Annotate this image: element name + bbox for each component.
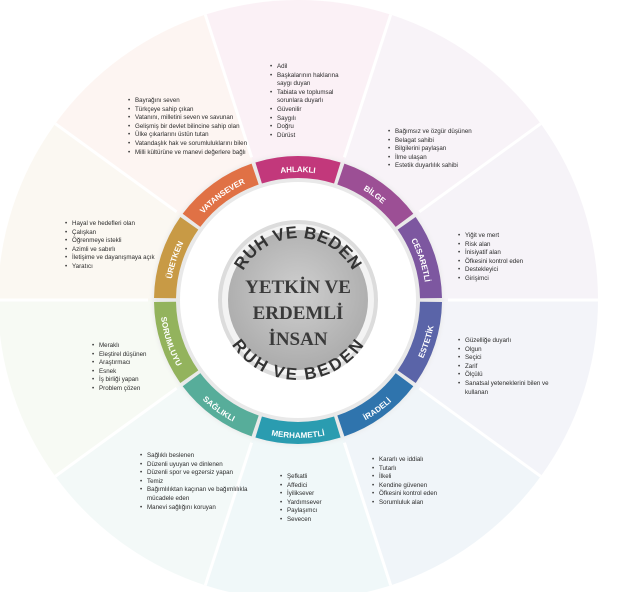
list-item: Affedici (280, 482, 360, 491)
list-item: Destekleyici (458, 266, 558, 275)
list-item: Sevecen (280, 516, 360, 525)
list-item: Manevi sağlığını koruyan (140, 504, 258, 513)
list-item: İnisiyatif alan (458, 249, 558, 258)
list-item: Düzenli spor ve egzersiz yapan (140, 469, 258, 478)
list-item: Kendine güvenen (372, 482, 472, 491)
list-item: Vatandaşlık hak ve sorumluluklarını bile… (128, 140, 253, 149)
list-cesaretli: Yiğit ve mertRisk alanİnisiyatif alanÖfk… (458, 232, 558, 284)
list-item: Milli kültürüne ve manevi değerlere bağl… (128, 149, 253, 158)
list-item: Temiz (140, 478, 258, 487)
list-item: Problem çözen (92, 385, 182, 394)
list-item: Araştırmacı (92, 359, 182, 368)
list-item: Gelişmiş bir devlet bilincine sahip olan (128, 123, 253, 132)
list-item: Öfkesini kontrol eden (458, 258, 558, 267)
spoke (54, 386, 178, 478)
list-item: Zarif (458, 363, 563, 372)
list-item: İyiliksever (280, 490, 360, 499)
list-item: Bağımsız ve özgür düşünen (388, 128, 498, 137)
list-item: Yaratıcı (65, 263, 165, 272)
list-item: İş birliği yapan (92, 376, 182, 385)
list-item: Başkalarının haklarına saygı duyan (270, 72, 355, 89)
list-item: Seçici (458, 354, 563, 363)
list-item: Belagat sahibi (388, 137, 498, 146)
list-item: Olgun (458, 346, 563, 355)
list-item: Güzelliğe duyarlı (458, 337, 563, 346)
list-item: Saygılı (270, 115, 355, 124)
ring-segment-iradeli (337, 373, 414, 437)
list-item: Yardımsever (280, 499, 360, 508)
list-estetik: Güzelliğe duyarlıOlgunSeçiciZarifÖlçülüS… (458, 337, 563, 397)
center-hub (228, 230, 368, 370)
list-item: Yiğit ve mert (458, 232, 558, 241)
ring-segment-bilge (337, 163, 414, 227)
list-item: Tabiata ve toplumsal sorunlara duyarlı (270, 89, 355, 106)
list-item: Çalışkan (65, 229, 165, 238)
list-item: Paylaşımcı (280, 507, 360, 516)
list-item: Bilgilerini paylaşan (388, 145, 498, 154)
list-item: Sorumluluk alan (372, 499, 472, 508)
ring-segment-cesaretli (397, 216, 442, 299)
list-sorumluyu: MeraklıEleştirel düşünenAraştırmacıEsnek… (92, 342, 182, 394)
center-title-line-2: ERDEMLİ (253, 303, 344, 324)
spoke (418, 386, 542, 478)
list-item: Meraklı (92, 342, 182, 351)
list-item: Bağımlılıktan kaçınan ve bağımlılıkla mü… (140, 486, 258, 503)
ring-label-ahlakli: AHLAKLI (280, 165, 316, 175)
ring-segment-vatansever (182, 163, 259, 227)
center-title-line-1: YETKİN VE (245, 277, 351, 298)
list-item: İletişime ve dayanışmaya açık (65, 254, 165, 263)
list-item: İlkeli (372, 473, 472, 482)
list-item: Esnek (92, 368, 182, 377)
list-item: Ülke çıkarlarını üstün tutan (128, 131, 253, 140)
list-item: Tutarlı (372, 465, 472, 474)
list-item: Dürüst (270, 132, 355, 141)
list-item: Türkçeye sahip çıkan (128, 106, 253, 115)
list-merhametli: ŞefkatliAffediciİyilikseverYardımseverPa… (280, 473, 360, 525)
list-item: Sağlıklı beslenen (140, 452, 258, 461)
list-item: Hayal ve hedefleri olan (65, 220, 165, 229)
ring-segment-ahlakli (255, 156, 341, 184)
center-title-line-3: İNSAN (268, 329, 327, 350)
list-item: Azimli ve sabırlı (65, 246, 165, 255)
ring-segment-estetik (397, 301, 442, 384)
list-vatansever: Bayrağını sevenTürkçeye sahip çıkanVatan… (128, 97, 253, 157)
list-item: Öğrenmeye istekli (65, 237, 165, 246)
ring-segment-uretken (154, 216, 199, 299)
list-item: Doğru (270, 123, 355, 132)
list-item: Sanatsal yeteneklerini bilen ve kullanan (458, 380, 563, 397)
spoke (54, 122, 178, 214)
list-item: Ölçülü (458, 371, 563, 380)
list-item: Kararlı ve iddialı (372, 456, 472, 465)
list-item: Bayrağını seven (128, 97, 253, 106)
ring-segment-saglikli (182, 373, 259, 437)
list-item: Güvenilir (270, 106, 355, 115)
list-item: Adil (270, 63, 355, 72)
list-saglikli: Sağlıklı beslenenDüzenli uyuyan ve dinle… (140, 452, 258, 512)
list-ahlakli: AdilBaşkalarının haklarına saygı duyanTa… (270, 63, 355, 140)
list-item: Girişimci (458, 275, 558, 284)
spoke (342, 442, 393, 586)
list-uretken: Hayal ve hedefleri olanÇalışkanÖğrenmeye… (65, 220, 165, 272)
ring-label-merhametli: MERHAMETLİ (271, 429, 326, 441)
list-item: Düzenli uyuyan ve dinlenen (140, 461, 258, 470)
list-item: Eleştirel düşünen (92, 351, 182, 360)
list-item: Öfkesini kontrol eden (372, 490, 472, 499)
list-item: İlme ulaşan (388, 154, 498, 163)
list-item: Şefkatli (280, 473, 360, 482)
list-bilge: Bağımsız ve özgür düşünenBelagat sahibiB… (388, 128, 498, 171)
list-iradeli: Kararlı ve iddialıTutarlıİlkeliKendine g… (372, 456, 472, 508)
list-item: Estetik duyarlılık sahibi (388, 162, 498, 171)
ring-segment-merhametli (255, 416, 341, 444)
color-ring (154, 156, 442, 444)
list-item: Vatanını, milletini seven ve savunan (128, 114, 253, 123)
list-item: Risk alan (458, 241, 558, 250)
